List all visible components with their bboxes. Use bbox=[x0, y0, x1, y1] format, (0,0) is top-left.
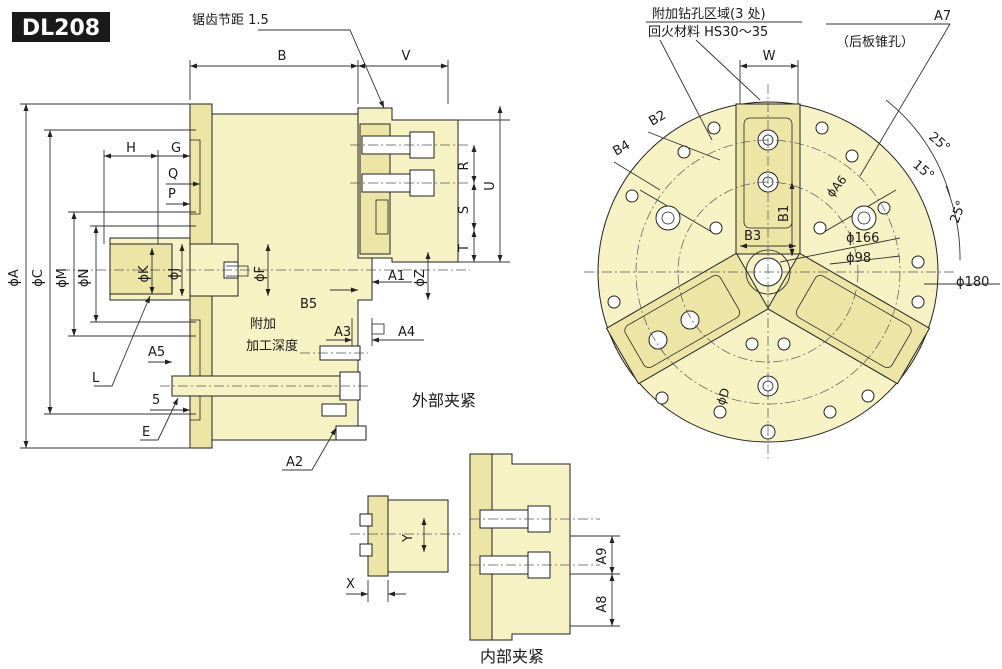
inner-view: Y X A9 A8 内部夹紧 bbox=[346, 453, 620, 666]
label-e: E bbox=[142, 425, 150, 440]
label-phi-180: ϕ180 bbox=[956, 275, 989, 290]
dim-t: T bbox=[457, 244, 472, 253]
model-code: DL208 bbox=[22, 16, 100, 41]
dim-s: S bbox=[457, 206, 472, 214]
dim-phi-n: ϕN bbox=[77, 269, 92, 287]
label-15deg: 15° bbox=[909, 158, 936, 184]
front-view: 附加钻孔区域(3 处) 回火材料 HS30～35 A7 （后板锥孔） W B2 … bbox=[584, 7, 1000, 462]
serration-note: 锯齿节距 1.5 bbox=[192, 13, 269, 28]
dim-phi-a: ϕA bbox=[7, 269, 22, 287]
label-b1: B1 bbox=[777, 205, 792, 222]
label-b2: B2 bbox=[647, 108, 669, 130]
dim-y: Y bbox=[401, 534, 416, 543]
label-b4: B4 bbox=[611, 138, 633, 160]
dim-a3: A3 bbox=[334, 325, 351, 340]
dim-phi-k: ϕK bbox=[137, 265, 152, 283]
dim-five: 5 bbox=[152, 393, 160, 408]
dim-phi-f: ϕF bbox=[253, 266, 268, 282]
dim-q: Q bbox=[168, 167, 178, 182]
dim-a1: A1 bbox=[388, 269, 405, 284]
jaw-slot-left bbox=[766, 252, 931, 385]
dim-a5: A5 bbox=[148, 345, 165, 360]
label-25deg-b: 25° bbox=[948, 199, 970, 226]
label-a7: A7 bbox=[934, 9, 951, 24]
dim-b5: B5 bbox=[300, 297, 317, 312]
label-phi-d: ϕD bbox=[714, 386, 733, 407]
label-25deg-a: 25° bbox=[925, 130, 952, 156]
dim-v: V bbox=[402, 49, 411, 64]
dim-a9: A9 bbox=[595, 547, 610, 564]
dim-p: P bbox=[168, 187, 176, 202]
drill-area-line2: 回火材料 HS30～35 bbox=[648, 25, 768, 40]
label-phi-98: ϕ98 bbox=[846, 251, 871, 266]
drill-area-line1: 附加钻孔区域(3 处) bbox=[652, 7, 766, 22]
dim-phi-z: ϕZ bbox=[413, 269, 428, 287]
dim-u: U bbox=[483, 181, 498, 191]
dim-g: G bbox=[171, 141, 181, 156]
label-phi-166: ϕ166 bbox=[846, 231, 879, 246]
outer-clamp-caption: 外部夹紧 bbox=[412, 391, 476, 410]
dim-x: X bbox=[346, 577, 355, 592]
inner-clamp-caption: 内部夹紧 bbox=[480, 647, 544, 666]
extra-depth-2: 加工深度 bbox=[246, 338, 298, 354]
dim-a4: A4 bbox=[398, 325, 415, 340]
label-b3: B3 bbox=[744, 229, 761, 244]
model-badge: DL208 bbox=[12, 12, 110, 42]
dim-w: W bbox=[763, 49, 776, 64]
dim-a8: A8 bbox=[595, 595, 610, 612]
extra-depth-1: 附加 bbox=[250, 317, 276, 332]
dim-phi-j: ϕJ bbox=[167, 268, 182, 280]
label-l: L bbox=[92, 371, 100, 386]
dim-h: H bbox=[126, 141, 136, 156]
taper-hole-note: （后板锥孔） bbox=[836, 35, 914, 50]
label-a2: A2 bbox=[286, 455, 303, 470]
side-view: B V 锯齿节距 1.5 ϕA ϕC ϕM ϕN ϕK ϕJ ϕF ϕZ bbox=[7, 13, 510, 471]
dim-phi-m: ϕM bbox=[55, 268, 70, 288]
dim-b: B bbox=[278, 49, 287, 64]
dim-r: R bbox=[457, 161, 472, 170]
dim-phi-c: ϕC bbox=[31, 269, 46, 287]
